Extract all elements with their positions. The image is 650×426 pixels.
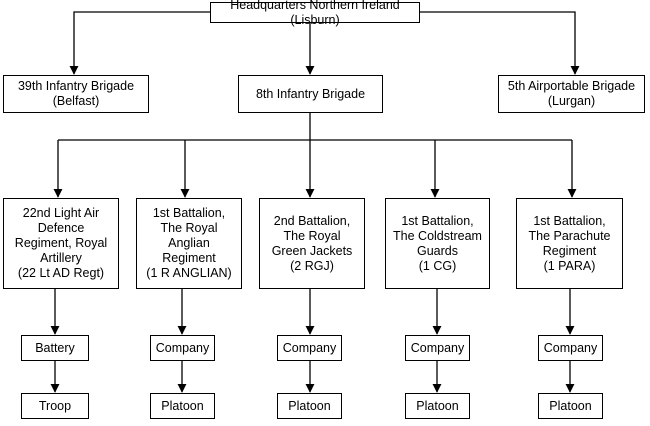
unit-box-1-r-anglian: 1st Battalion, The Royal Anglian Regimen…: [136, 198, 242, 289]
sub-unit-label: Company: [282, 340, 337, 355]
brigade-box-8th: 8th Infantry Brigade: [238, 75, 383, 113]
subsub-unit-label: Platoon: [161, 398, 204, 413]
unit-label: 1st Battalion, The Parachute Regiment (1…: [528, 213, 611, 273]
subsub-unit-box-platoon: Platoon: [150, 393, 215, 419]
sub-unit-box-battery: Battery: [21, 335, 89, 361]
unit-label: 2nd Battalion, The Royal Green Jackets (…: [271, 213, 353, 273]
subsub-unit-box-platoon: Platoon: [405, 393, 470, 419]
brigade-label: 8th Infantry Brigade: [255, 86, 366, 101]
unit-label: 22nd Light Air Defence Regiment, Royal A…: [14, 206, 108, 280]
sub-unit-box-company: Company: [405, 335, 470, 361]
sub-unit-label: Company: [410, 340, 465, 355]
subsub-unit-label: Troop: [38, 398, 72, 413]
unit-label: 1st Battalion, The Royal Anglian Regimen…: [146, 206, 232, 280]
unit-box-22-lt-ad-regt: 22nd Light Air Defence Regiment, Royal A…: [3, 198, 119, 289]
unit-box-2-rgj: 2nd Battalion, The Royal Green Jackets (…: [259, 198, 365, 289]
brigade-label: 39th Infantry Brigade (Belfast): [17, 79, 135, 108]
subsub-unit-box-troop: Troop: [21, 393, 89, 419]
sub-unit-box-company: Company: [150, 335, 215, 361]
unit-label: 1st Battalion, The Coldstream Guards (1 …: [393, 213, 482, 273]
unit-box-1-cg: 1st Battalion, The Coldstream Guards (1 …: [385, 198, 490, 289]
sub-unit-box-company: Company: [277, 335, 342, 361]
hq-label: Headquarters Northern Ireland (Lisburn): [230, 0, 400, 27]
sub-unit-label: Battery: [35, 340, 75, 355]
sub-unit-label: Company: [155, 340, 210, 355]
subsub-unit-label: Platoon: [416, 398, 459, 413]
brigade-box-5th: 5th Airportable Brigade (Lurgan): [498, 75, 645, 113]
subsub-unit-label: Platoon: [288, 398, 331, 413]
brigade-label: 5th Airportable Brigade (Lurgan): [507, 79, 636, 108]
unit-box-1-para: 1st Battalion, The Parachute Regiment (1…: [516, 198, 623, 289]
hq-box: Headquarters Northern Ireland (Lisburn): [210, 0, 420, 27]
hq-connector-line: [420, 11, 580, 75]
hq-connector-line: [69, 11, 210, 75]
brigade-box-39th: 39th Infantry Brigade (Belfast): [3, 75, 149, 113]
subsub-unit-box-platoon: Platoon: [538, 393, 603, 419]
sub-unit-label: Company: [543, 340, 598, 355]
subsub-unit-box-platoon: Platoon: [277, 393, 342, 419]
subsub-unit-label: Platoon: [549, 398, 592, 413]
sub-unit-box-company: Company: [538, 335, 603, 361]
